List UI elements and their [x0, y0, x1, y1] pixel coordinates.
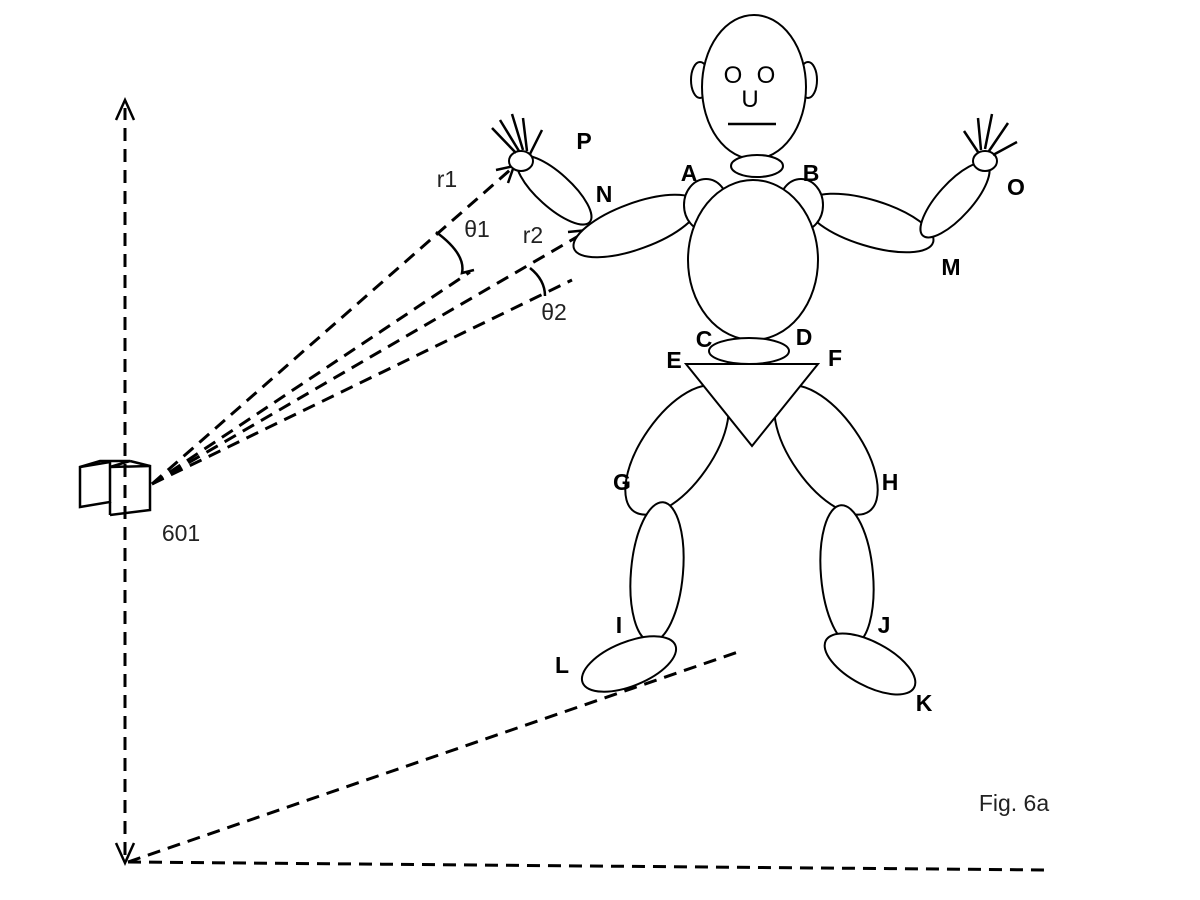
- angle-arc-theta1: [435, 230, 475, 275]
- joint-label-a: A: [681, 160, 698, 186]
- joint-label-l: L: [555, 652, 569, 678]
- ray-r2: [151, 232, 583, 486]
- joint-label-n: N: [596, 181, 613, 207]
- right-fingers: [962, 113, 1018, 157]
- angle-label-theta2: θ2: [541, 299, 567, 325]
- reference-line-theta1: [151, 270, 471, 486]
- right-hand: [972, 150, 998, 172]
- right-eye: O: [757, 62, 776, 89]
- floor-plane-line: [127, 650, 739, 864]
- vertical-axis-arrowhead-top: [114, 96, 136, 121]
- left-fingers: [491, 113, 544, 155]
- joint-label-h: H: [882, 469, 899, 495]
- left-eye: O: [724, 62, 743, 89]
- left-hand: [508, 150, 534, 172]
- left-foot: [580, 635, 678, 693]
- figure-caption: Fig. 6a: [979, 790, 1050, 816]
- reference-line-theta2: [151, 278, 573, 486]
- joint-label-b: B: [803, 160, 820, 186]
- camera-label: 601: [162, 520, 200, 546]
- camera-icon: [78, 459, 152, 517]
- vertical-axis-arrowhead-bottom: [114, 842, 136, 867]
- joint-label-g: G: [613, 469, 631, 495]
- neck: [730, 154, 784, 178]
- joint-label-j: J: [878, 612, 891, 638]
- right-foot: [823, 632, 917, 696]
- joint-label-e: E: [666, 347, 681, 373]
- distance-label-r1: r1: [437, 166, 457, 192]
- stick-figure: [491, 14, 1018, 696]
- nose: U: [741, 86, 758, 113]
- right-shin: [819, 504, 875, 646]
- waist: [708, 337, 790, 365]
- distance-label-r2: r2: [523, 222, 543, 248]
- joint-label-i: I: [616, 612, 622, 638]
- joint-label-d: D: [796, 324, 813, 350]
- angle-label-theta1: θ1: [464, 216, 490, 242]
- angle-arc-theta2: [529, 267, 547, 297]
- joint-label-o: O: [1007, 174, 1025, 200]
- pelvis: [683, 363, 821, 448]
- left-shin: [629, 501, 685, 643]
- joint-label-k: K: [916, 690, 933, 716]
- joint-label-p: P: [576, 128, 591, 154]
- torso: [687, 179, 819, 341]
- joint-label-m: M: [941, 254, 960, 280]
- joint-label-c: C: [696, 326, 713, 352]
- joint-label-f: F: [828, 345, 842, 371]
- ray-r1: [151, 168, 511, 486]
- horizontal-axis: [127, 860, 1051, 872]
